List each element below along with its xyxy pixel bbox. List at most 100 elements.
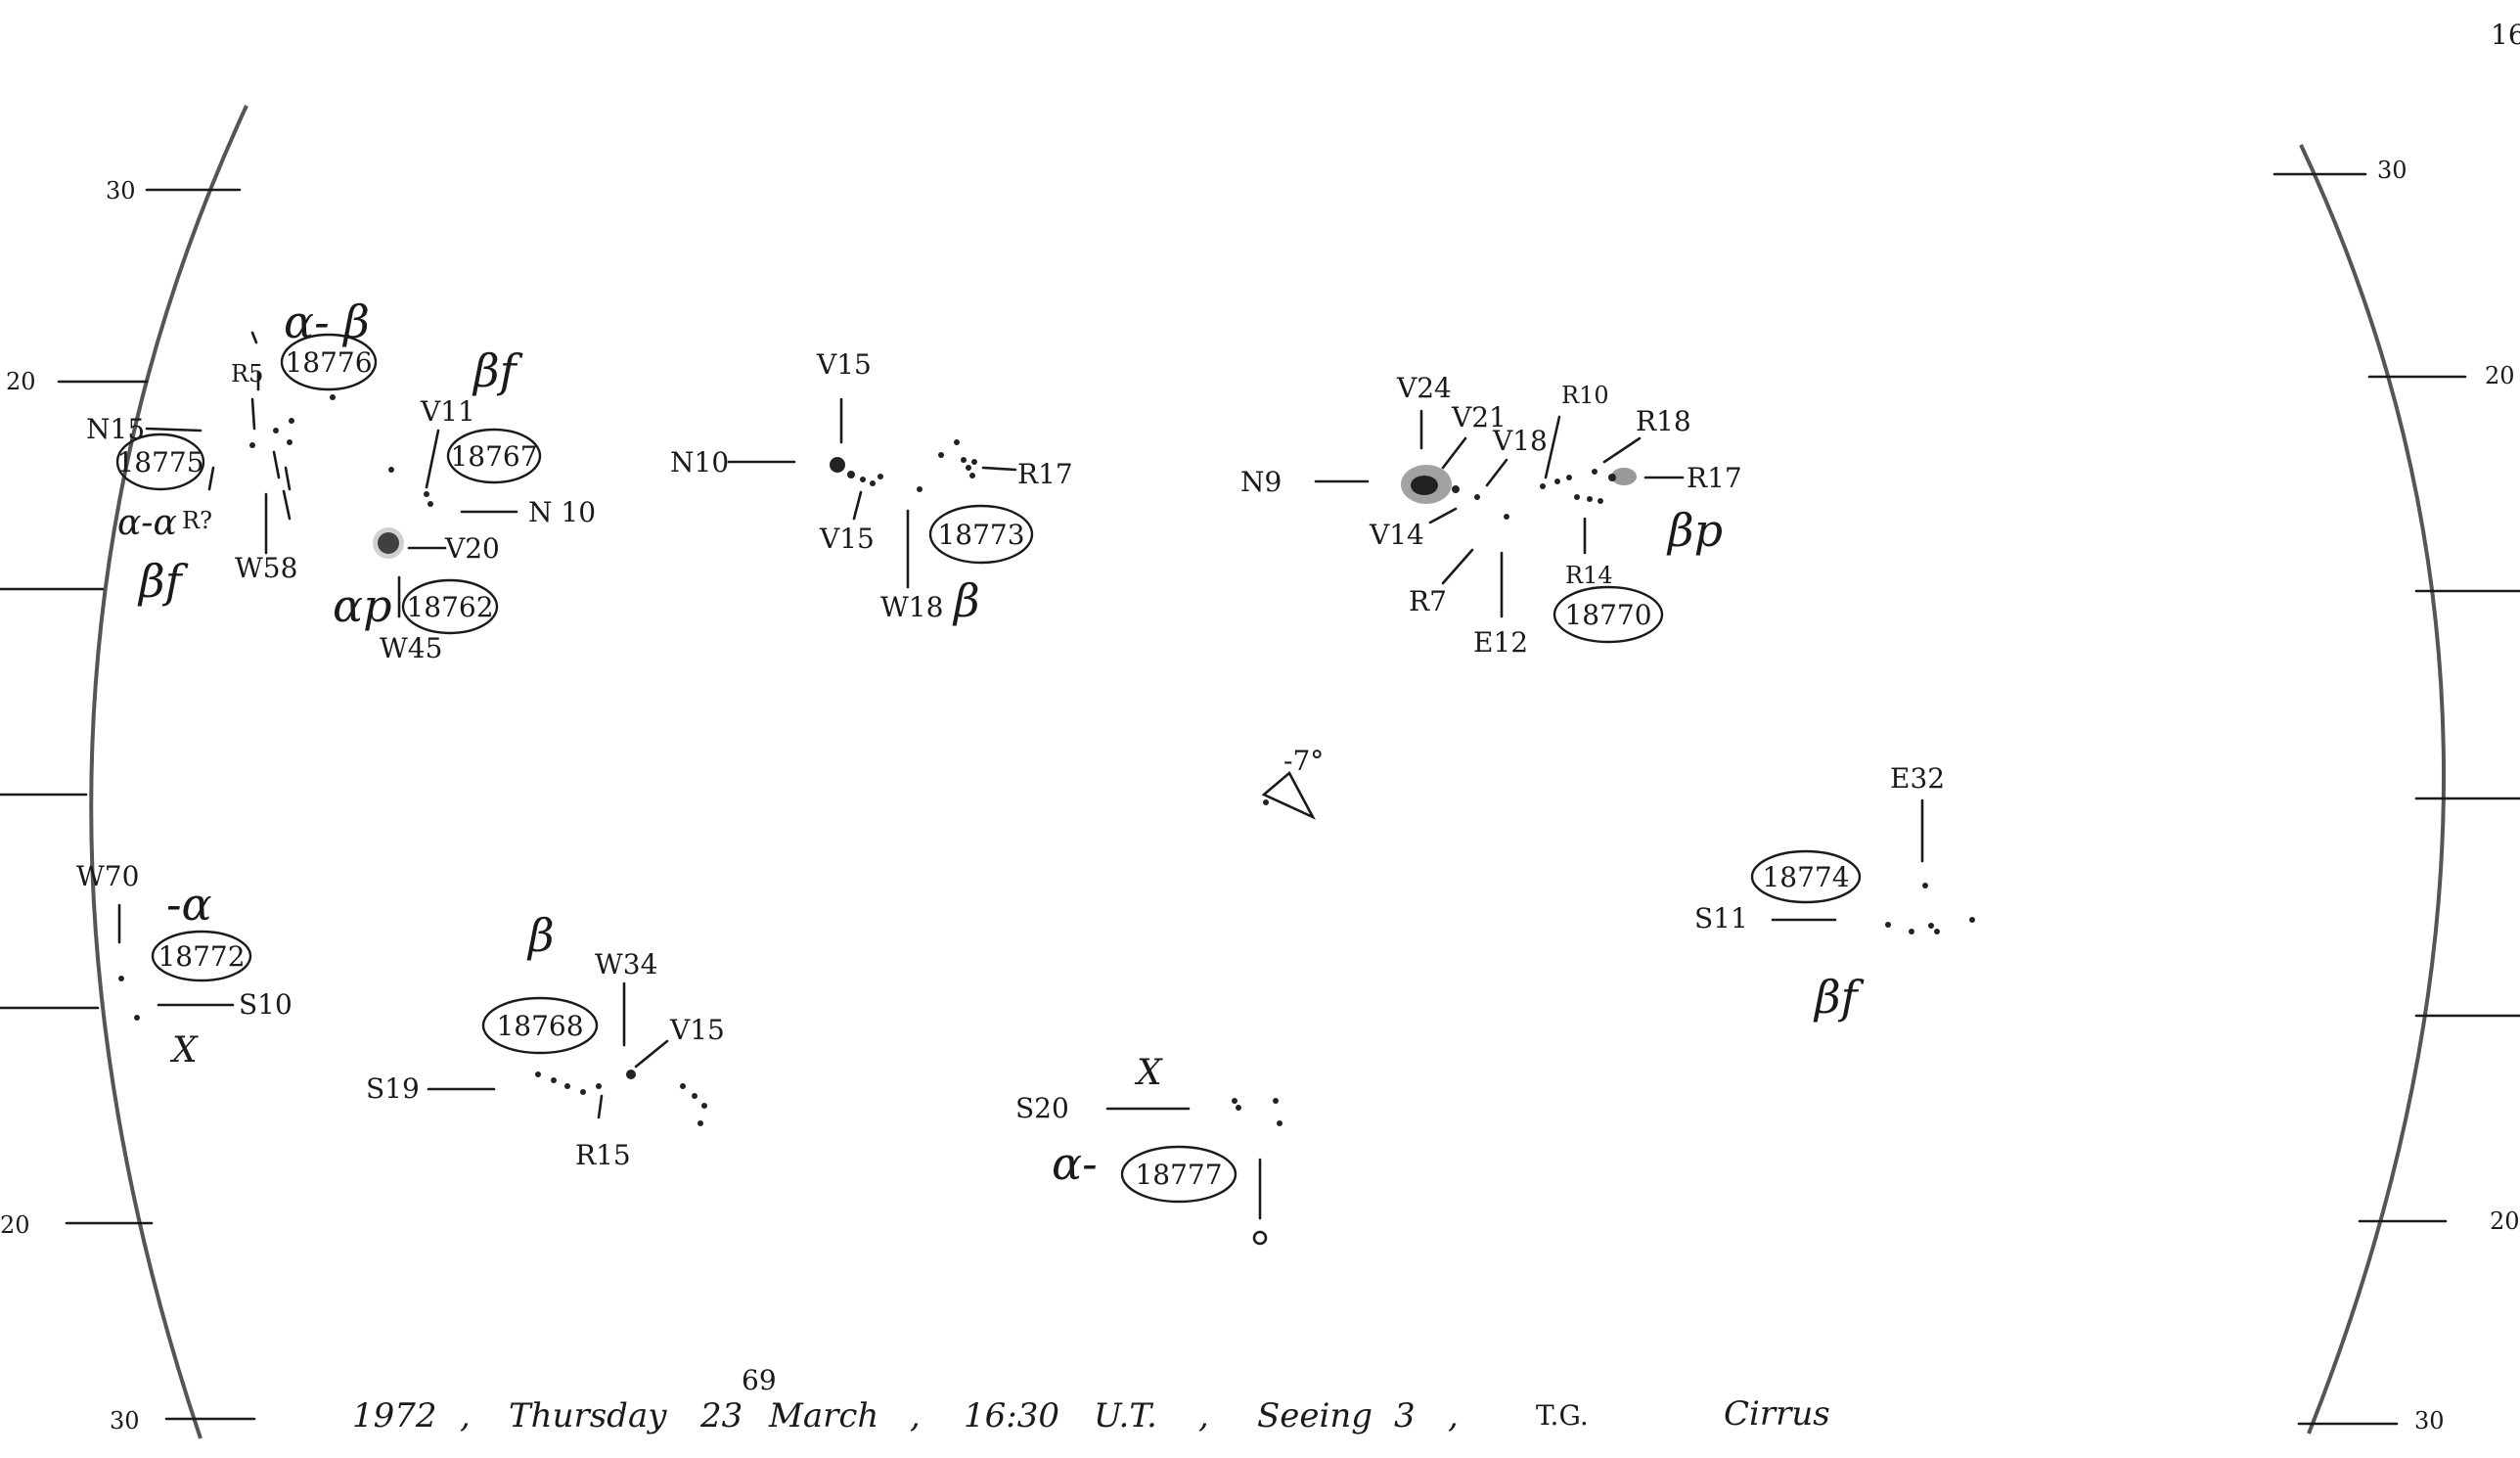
footer-time-unit: U.T. <box>1094 1396 1157 1435</box>
region-number: 18762 <box>406 591 493 623</box>
right-scale-label: 20 <box>2490 1207 2520 1235</box>
right-scale: 30 20 20 30 <box>2272 157 2520 1435</box>
coord-label: R10 <box>1561 382 1609 409</box>
footer-time: 16:30 <box>964 1396 1059 1435</box>
coord-label: S20 <box>1015 1092 1069 1124</box>
region-class: β <box>526 909 555 962</box>
coord-label: W70 <box>76 860 139 892</box>
footer-date: 23 <box>699 1396 742 1435</box>
right-scale-label: 30 <box>2414 1407 2445 1435</box>
right-scale-label: 30 <box>2377 157 2408 184</box>
left-scale-label: 20 <box>6 368 36 395</box>
coord-label: V15 <box>669 1014 725 1046</box>
coord-label: R18 <box>1636 405 1691 437</box>
coord-label: R14 <box>1565 562 1613 589</box>
region-number: 18773 <box>937 519 1024 551</box>
sunspot <box>378 532 399 554</box>
region-mark: X <box>169 1030 199 1071</box>
coord-label: R17 <box>1687 462 1742 494</box>
coord-label: N 10 <box>528 496 596 528</box>
coord-label: V14 <box>1369 519 1424 551</box>
coord-label: R15 <box>575 1139 631 1171</box>
left-scale: 30 20 20 30 <box>0 177 256 1435</box>
coord-label: V11 <box>420 395 475 428</box>
region-18767: V11 18767 βf N 10 V20 <box>373 344 596 565</box>
center-angle: -7° <box>1283 745 1324 777</box>
footer-date-superscript: 69 <box>742 1364 777 1396</box>
region-class: βf <box>137 555 189 608</box>
region-number-oval <box>1750 849 1862 904</box>
left-scale-label: 20 <box>0 1211 30 1239</box>
region-18774: E32 18774 S11 βf <box>1694 762 1975 1024</box>
coord-label: W58 <box>235 552 297 584</box>
coord-label: E12 <box>1473 626 1528 659</box>
coord-label: N9 <box>1240 466 1282 498</box>
left-scale-label: 30 <box>106 177 136 205</box>
region-number-oval <box>481 996 599 1055</box>
footer-seeing-label: Seeing <box>1257 1396 1372 1435</box>
pole-marker <box>1252 1230 1268 1246</box>
region-extra: R? <box>182 507 212 534</box>
svg-text:,: , <box>460 1396 471 1435</box>
region-number-oval <box>115 433 205 491</box>
region-class: α- <box>1052 1137 1098 1190</box>
region-18777: X S20 α- 18777 <box>1015 1053 1282 1246</box>
footer-year: 1972 <box>352 1396 437 1435</box>
region-number: 18772 <box>158 940 245 973</box>
region-number-oval <box>446 428 542 484</box>
coord-label: V21 <box>1451 401 1507 433</box>
region-number: 18768 <box>496 1010 583 1042</box>
left-scale-label: 30 <box>110 1407 140 1435</box>
region-number-oval <box>280 333 378 391</box>
sunspot-penumbra <box>1611 468 1637 485</box>
region-number: 18776 <box>285 346 372 379</box>
page-number: 16 <box>2491 19 2520 51</box>
coord-label: V24 <box>1396 372 1452 404</box>
coord-label: E32 <box>1890 762 1945 795</box>
region-class: βf <box>472 344 523 397</box>
coord-label: R17 <box>1017 458 1073 490</box>
coord-label: V18 <box>1492 425 1548 457</box>
coord-label: S19 <box>366 1072 420 1105</box>
region-class: α- β <box>284 296 370 348</box>
region-class: βf <box>1813 971 1865 1024</box>
region-number: 18767 <box>450 440 537 473</box>
solar-limb-left <box>89 105 248 1439</box>
coord-label: S11 <box>1694 902 1748 934</box>
region-class: -α <box>166 878 212 931</box>
svg-text:,: , <box>910 1396 921 1435</box>
coord-label: W45 <box>380 632 442 664</box>
disk-center-marker: -7° <box>1261 745 1324 820</box>
coord-label: V15 <box>819 523 875 555</box>
coord-label: W34 <box>595 948 657 980</box>
solar-limb-right <box>2299 144 2446 1435</box>
region-number-oval <box>928 504 1034 565</box>
footer-seeing-value: 3 <box>1394 1396 1416 1435</box>
svg-text:,: , <box>1448 1396 1459 1435</box>
region-mark: X <box>1134 1053 1163 1093</box>
region-class: β <box>952 574 980 627</box>
region-class: βp <box>1666 504 1723 557</box>
right-scale-label: 20 <box>2485 362 2515 389</box>
coord-label: V15 <box>816 348 872 381</box>
region-18772: W70 -α 18772 S10 X <box>76 860 292 1071</box>
footer-month: March <box>768 1396 878 1435</box>
coord-label: S10 <box>239 988 292 1021</box>
coord-label: R7 <box>1409 585 1447 617</box>
coord-label: N10 <box>670 446 729 478</box>
sunspot <box>830 457 845 473</box>
footer-day: Thursday <box>509 1396 667 1435</box>
region-18775: N15 18775 α-α R? βf <box>86 413 215 608</box>
region-18773: V15 N10 R17 V15 18773 W18 β <box>670 348 1073 627</box>
coord-label: V20 <box>444 532 500 565</box>
region-18768: β W34 18768 V15 S19 R15 <box>366 909 725 1171</box>
region-18776: 18776 α- β R5 W58 <box>231 296 378 584</box>
region-class: αp <box>333 579 392 632</box>
center-triangle <box>1261 770 1316 820</box>
svg-text:,: , <box>1198 1396 1209 1435</box>
region-number-oval <box>1552 585 1664 644</box>
region-number: 18774 <box>1762 861 1849 893</box>
sunspot <box>1411 476 1438 495</box>
coord-label: W18 <box>880 591 943 623</box>
